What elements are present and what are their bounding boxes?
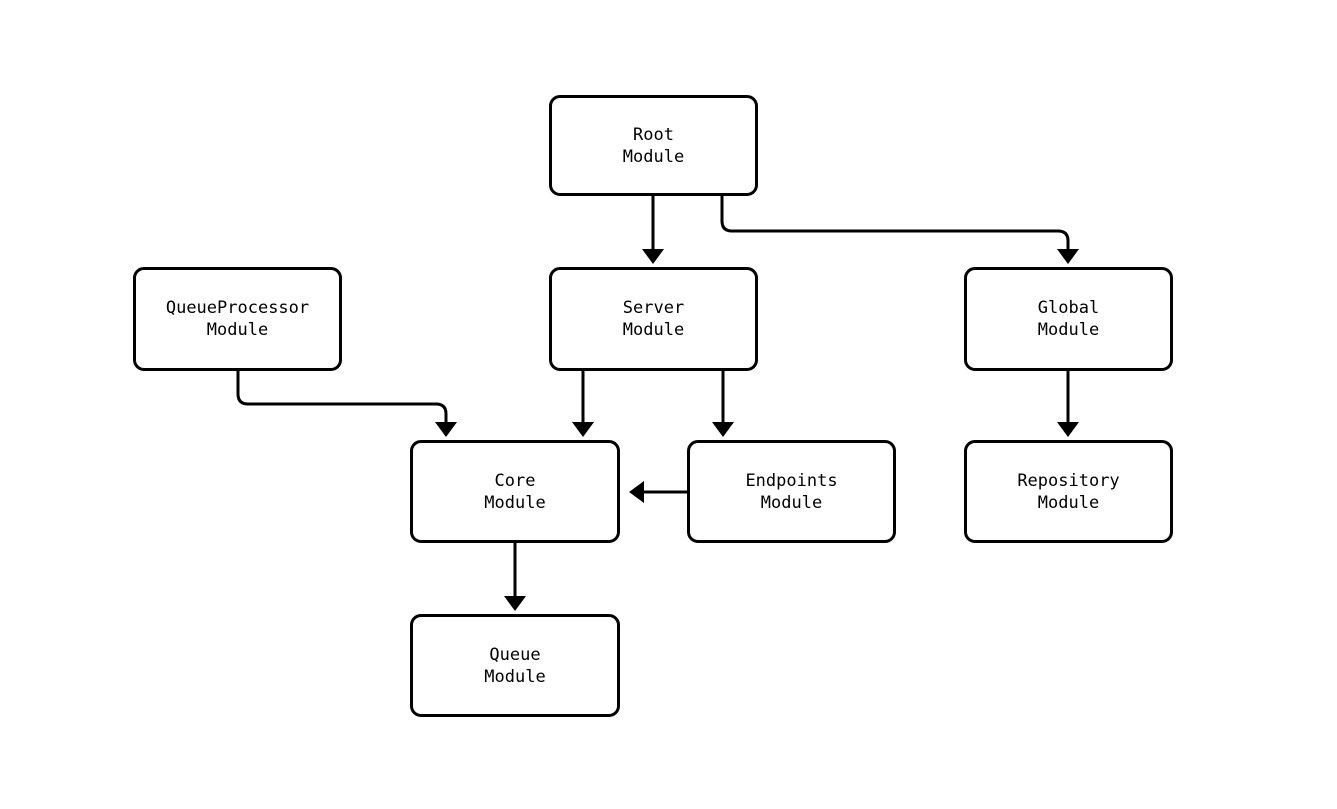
node-root-module-label-line1: Root [633, 124, 674, 145]
arrowhead-server-to-core [572, 422, 594, 437]
node-queue-module-label-line2: Module [484, 666, 546, 687]
node-global-module-label-line2: Module [1037, 320, 1100, 340]
node-repository-module-label-line1: Repository [1017, 470, 1120, 491]
node-core-module[interactable]: Core Module [410, 440, 620, 543]
node-server-module-label-line1: Server [622, 298, 685, 318]
node-endpoints-module-label-line2: Module [760, 492, 823, 513]
node-repository-module[interactable]: Repository Module [964, 440, 1173, 543]
arrowhead-queueprocessor-to-core [435, 422, 457, 437]
edge-queueprocessor-to-core [236, 371, 448, 431]
arrowhead-root-to-server [642, 249, 664, 264]
arrowhead-root-to-global [1057, 249, 1079, 264]
node-queueprocessor-module[interactable]: QueueProcessor Module [133, 267, 342, 371]
node-root-module-label-line2: Module [622, 146, 685, 167]
node-server-module[interactable]: Server Module [549, 267, 758, 371]
node-server-module-label-line2: Module [622, 320, 685, 340]
arrowhead-endpoints-to-core [629, 481, 644, 503]
node-queueprocessor-module-label-line1: QueueProcessor [165, 298, 310, 318]
node-core-module-label-line1: Core [494, 470, 536, 491]
node-core-module-label-line2: Module [484, 492, 546, 513]
arrowhead-server-to-endpoints [712, 422, 734, 437]
node-global-module[interactable]: Global Module [964, 267, 1173, 371]
node-queue-module[interactable]: Queue Module [410, 614, 620, 717]
node-endpoints-module[interactable]: Endpoints Module [687, 440, 896, 543]
arrowhead-core-to-queue [504, 596, 526, 611]
node-queueprocessor-module-label-line2: Module [206, 320, 269, 340]
node-global-module-label-line1: Global [1037, 298, 1100, 318]
node-repository-module-label-line2: Module [1037, 492, 1100, 513]
node-queue-module-label-line1: Queue [489, 644, 541, 665]
arrowhead-global-to-repository [1057, 422, 1079, 437]
node-endpoints-module-label-line1: Endpoints [745, 470, 838, 491]
node-root-module[interactable]: Root Module [549, 95, 758, 196]
edge-root-to-global [720, 196, 1070, 258]
